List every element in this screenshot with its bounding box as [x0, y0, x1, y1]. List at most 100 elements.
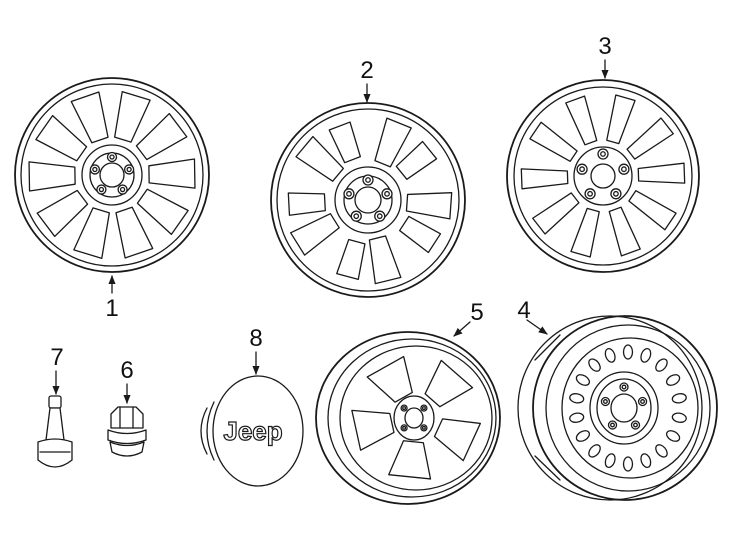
spoke-window: [532, 192, 580, 235]
callout-3: 3: [598, 33, 611, 60]
spoke-window: [290, 213, 340, 256]
lug-hole: [362, 174, 374, 186]
lug-hole-inner: [640, 399, 646, 404]
lug-hole: [400, 404, 408, 412]
vent-hole: [604, 453, 616, 469]
leader-5: [453, 321, 471, 337]
spoke-window: [395, 140, 438, 180]
lug-hole: [637, 396, 648, 407]
vent-hole: [665, 374, 681, 386]
vent-hole: [575, 430, 591, 442]
spoke-window: [36, 189, 89, 238]
spoke-window: [529, 121, 578, 163]
center-cap-8[interactable]: Jeep: [200, 375, 304, 487]
spoke-window: [295, 135, 345, 182]
lug-hole-inner: [602, 399, 608, 404]
spoke-window: [70, 91, 109, 144]
spoke-window: [637, 162, 686, 184]
lug-hole: [584, 188, 596, 200]
spoke-window: [35, 114, 88, 162]
lug-hole: [117, 184, 128, 195]
vent-hole: [569, 412, 585, 423]
lug-hole: [374, 210, 386, 222]
callout-8: 8: [249, 325, 262, 352]
spoke-window: [287, 192, 326, 216]
lug-hole-inner: [126, 166, 132, 173]
lug-hole-inner: [353, 213, 360, 220]
lug-hole: [343, 188, 355, 200]
alloy-wheel-2[interactable]: [270, 102, 466, 298]
vent-hole: [622, 456, 634, 472]
lug-hole: [597, 148, 609, 160]
vent-hole: [655, 444, 668, 458]
spoke-window: [28, 161, 76, 192]
spoke-window: [328, 121, 362, 164]
callout-6: 6: [120, 357, 133, 384]
callout-5: 5: [470, 299, 483, 326]
lug-hole-inner: [402, 425, 407, 430]
spare-alloy-wheel-5[interactable]: [315, 331, 501, 505]
spoke-window: [351, 409, 395, 451]
steel-wheel-4[interactable]: [517, 315, 718, 501]
spoke-window: [606, 94, 636, 145]
lug-hole-inner: [119, 186, 126, 193]
lug-hole-inner: [384, 190, 390, 197]
lug-hole-inner: [633, 422, 638, 428]
leader-4: [526, 319, 548, 335]
spoke-window: [366, 355, 413, 403]
lug-hole: [576, 163, 588, 175]
lug-hole-inner: [421, 425, 426, 430]
lug-hole-inner: [376, 213, 383, 220]
alloy-wheel-3[interactable]: [506, 79, 700, 273]
lug-hole-inner: [109, 154, 115, 160]
lug-hole-inner: [421, 406, 426, 411]
lug-hole: [607, 420, 618, 430]
spoke-window: [570, 207, 600, 258]
lug-hole-inner: [613, 190, 619, 197]
spoke-window: [115, 206, 154, 259]
lug-hole-inner: [346, 190, 352, 197]
lug-hole-inner: [610, 422, 615, 428]
lug-hole: [123, 164, 135, 175]
callout-leaders: [52, 59, 609, 404]
lug-hole-inner: [579, 166, 585, 173]
spoke-window: [628, 189, 677, 231]
vent-hole: [622, 344, 634, 360]
vent-hole: [575, 374, 591, 386]
spoke-window: [374, 117, 412, 168]
lug-hole: [618, 163, 630, 175]
lug-hole: [610, 188, 622, 200]
callout-7: 7: [50, 344, 63, 371]
spoke-window: [136, 188, 189, 236]
lug-nut-6[interactable]: [107, 406, 147, 457]
vent-hole: [671, 412, 687, 423]
vent-hole: [604, 347, 616, 363]
spoke-window: [336, 238, 366, 281]
lug-hole: [420, 404, 428, 412]
lug-hole: [381, 188, 393, 200]
lug-hole: [106, 151, 118, 163]
lug-hole-inner: [621, 166, 627, 173]
vent-hole: [569, 393, 585, 404]
valve-stem-7[interactable]: [37, 395, 73, 468]
spoke-window: [73, 207, 110, 260]
lug-hole: [630, 420, 641, 430]
spoke-window: [520, 168, 569, 190]
jeep-logo: Jeep: [223, 416, 282, 446]
spoke-window: [135, 112, 188, 161]
lug-hole-inner: [621, 384, 627, 390]
lug-hole-inner: [402, 406, 407, 411]
lug-hole-inner: [587, 190, 593, 197]
lug-hole: [420, 424, 428, 432]
spoke-window: [399, 215, 442, 254]
vent-hole: [640, 453, 652, 469]
lug-hole-inner: [98, 186, 105, 193]
alloy-wheel-1[interactable]: [14, 77, 210, 273]
lug-hole-inner: [365, 177, 371, 183]
spoke-window: [388, 440, 432, 480]
spoke-window: [565, 95, 598, 146]
lug-hole: [89, 164, 101, 175]
vent-hole: [588, 358, 601, 372]
